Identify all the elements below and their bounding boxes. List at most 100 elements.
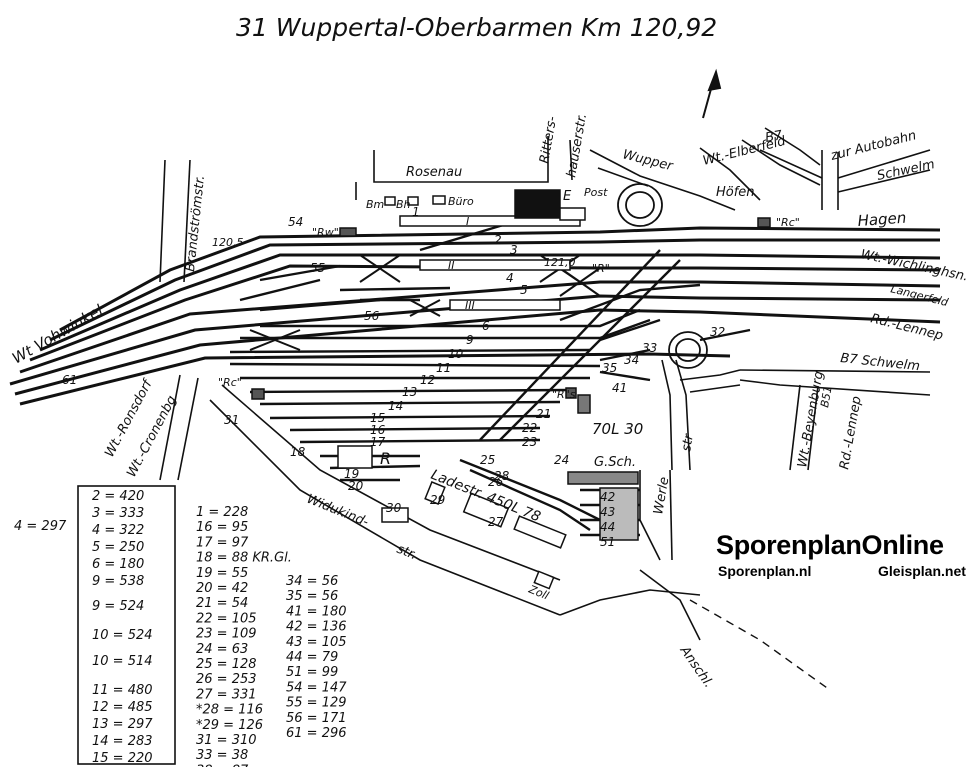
label-rw: "Rw"	[312, 226, 339, 239]
street-rittershauser-b: hauserstr.	[564, 112, 590, 178]
legend-entry: 1 = 228	[196, 505, 248, 520]
track-label: 21	[536, 407, 551, 421]
label-platform-1: I	[466, 215, 469, 228]
track-label: 2	[494, 233, 502, 247]
north-arrow-icon	[702, 68, 722, 119]
legend-entry: 27 = 331	[196, 687, 257, 702]
track-label: 22	[522, 421, 537, 435]
legend-entry: 5 = 250	[92, 540, 144, 555]
legend-entry: 42 = 136	[286, 620, 347, 635]
track-label: 13	[402, 385, 417, 399]
legend-entry: 2 = 420	[92, 489, 144, 504]
track-label: 18	[290, 445, 306, 459]
street-schwelm-top: Schwelm	[876, 157, 936, 184]
street-autobahn: zur Autobahn	[828, 128, 917, 164]
label-platform-2: II	[448, 259, 455, 272]
legend-entry: 61 = 296	[286, 726, 347, 741]
track-number-labels: 1 2 3 4 5 6 9 10 11 12 13 14 15 16 17 18…	[62, 205, 725, 549]
track-label: 15	[370, 411, 385, 425]
legend-entry: 38 = 87	[196, 763, 249, 767]
label-gsch: G.Sch.	[594, 455, 636, 470]
legend-box	[77, 485, 176, 765]
street-hagen: Hagen	[857, 209, 907, 230]
label-km-1210: 121,0	[544, 256, 576, 269]
legend-entry: 51 = 99	[286, 665, 338, 680]
street-network	[159, 127, 931, 641]
legend-entry: *29 = 126	[196, 718, 263, 733]
label-bm: Bm	[366, 198, 384, 211]
legend-entry: 4 = 322	[92, 523, 144, 538]
legend-entry: 21 = 54	[196, 596, 248, 611]
yard-tracks	[229, 216, 751, 537]
track-label: 16	[370, 423, 386, 437]
track-label: 33	[642, 341, 657, 355]
legend-entry: 23 = 109	[196, 627, 257, 642]
legend-entry: 33 = 38	[196, 748, 248, 763]
track-label: 32	[710, 325, 725, 339]
street-lennep-right: Rd.-Lennep	[869, 311, 945, 343]
track-label: 12	[420, 373, 435, 387]
street-vohwinkel: Wt Vohwinkel	[9, 301, 107, 368]
track-label: 43	[600, 505, 615, 519]
track-label: 23	[522, 435, 537, 449]
street-hoefen: Höfen	[716, 185, 755, 200]
legend-entry: 12 = 485	[92, 700, 153, 715]
track-label: 25	[480, 453, 495, 467]
track-label: 9	[466, 333, 474, 347]
label-platform-3: III	[465, 299, 475, 312]
legend-entry: 43 = 105	[286, 635, 347, 650]
track-label: 28	[494, 469, 510, 483]
legend-entry: 13 = 297	[92, 717, 153, 732]
track-label: 35	[602, 361, 617, 375]
street-b51: B51	[818, 385, 835, 408]
legend-entry: 19 = 55	[196, 566, 248, 581]
track-label: 19	[344, 467, 359, 481]
track-label: 51	[600, 535, 615, 549]
legend-entry: 35 = 56	[286, 589, 338, 604]
track-label: 10	[448, 347, 464, 361]
platforms	[399, 215, 581, 311]
label-e: E	[563, 189, 572, 204]
legend-entry: 10 = 514	[92, 654, 153, 669]
street-widukind-str: str.	[395, 542, 419, 563]
track-label: 5	[520, 283, 528, 297]
track-label: 30	[386, 501, 402, 515]
buildings	[251, 189, 771, 590]
label-rc-top: "Rc"	[776, 216, 800, 229]
legend-entry: 56 = 171	[286, 711, 347, 726]
brand-site-2: Gleisplan.net	[878, 563, 966, 579]
label-ol30: 70L 30	[592, 420, 643, 438]
track-label: 54	[288, 215, 303, 229]
label-buero: Büro	[448, 195, 474, 208]
legend-entry: 14 = 283	[92, 734, 153, 749]
legend-entry: 10 = 524	[92, 628, 153, 643]
legend-entry: 20 = 42	[196, 581, 248, 596]
track-label: 41	[612, 381, 627, 395]
legend-entry: 54 = 147	[286, 680, 347, 695]
legend-entry: 24 = 63	[196, 642, 248, 657]
track-label: 42	[600, 490, 615, 504]
track-label: 29	[430, 493, 445, 507]
legend-entry: 6 = 180	[92, 557, 144, 572]
legend-entry: 22 = 105	[196, 611, 257, 626]
switch-crossings	[249, 254, 601, 351]
track-label: 34	[624, 353, 639, 367]
track-label: 31	[224, 413, 239, 427]
legend-entry: 31 = 310	[196, 733, 257, 748]
street-b7-top: B7	[764, 128, 784, 146]
label-rs: "R"s	[552, 388, 576, 401]
legend-side-entry: 4 = 297	[14, 519, 67, 534]
facility-labels: Bm Bh Büro E "Rw" "Rc" "Rc" "R" "R"s R G…	[212, 189, 800, 470]
legend-entry: 25 = 128	[196, 657, 257, 672]
label-r-big: R	[380, 449, 391, 468]
track-label: 56	[364, 309, 380, 323]
street-rittershauser-a: Ritters-	[537, 115, 560, 165]
track-label: 11	[436, 361, 451, 375]
street-rosenau: Rosenau	[406, 165, 462, 180]
legend-entry: 34 = 56	[286, 574, 338, 589]
track-label: 24	[554, 453, 569, 467]
street-werle: Werle	[651, 476, 672, 516]
